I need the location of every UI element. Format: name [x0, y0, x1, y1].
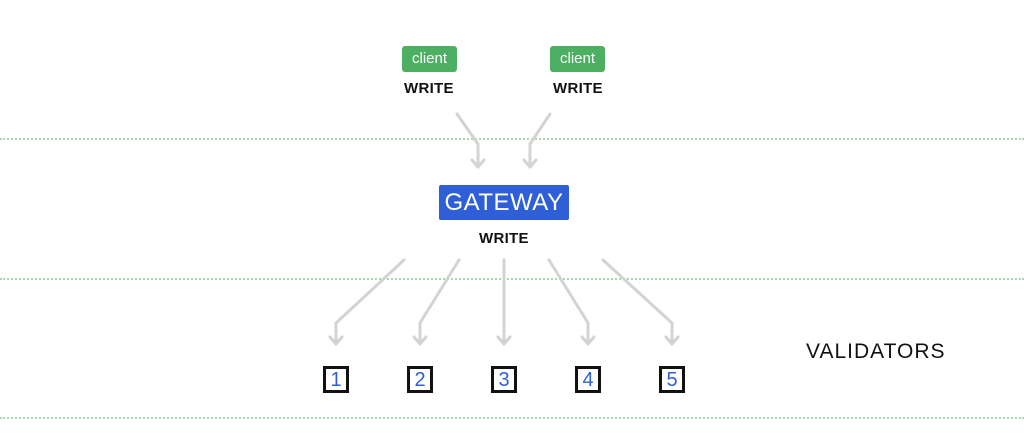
client-2-write-label: WRITE — [553, 80, 603, 97]
arrowhead-client2 — [522, 158, 538, 169]
arrowhead-validator-5 — [664, 335, 680, 346]
divider-line-middle — [0, 278, 1024, 280]
validator-node-3: 3 — [491, 366, 517, 393]
gateway-box: GATEWAY — [439, 185, 569, 220]
validator-node-2: 2 — [407, 366, 433, 393]
client-badge-2: client — [550, 46, 605, 72]
divider-line-bottom — [0, 417, 1024, 419]
arrow-client1-to-gateway — [455, 112, 480, 169]
arrow-client2-to-gateway — [528, 112, 552, 169]
validator-node-1: 1 — [323, 366, 349, 393]
arrowhead-client1 — [470, 158, 486, 169]
client-1-write-label: WRITE — [404, 80, 454, 97]
arrowhead-validator-4 — [580, 335, 596, 346]
arrowhead-validator-1 — [328, 335, 344, 346]
arrowhead-validator-2 — [412, 335, 428, 346]
validators-title: VALIDATORS — [806, 340, 946, 363]
arrow-gateway-to-validator-2 — [418, 258, 461, 346]
gateway-write-label: WRITE — [479, 230, 529, 247]
arrowhead-validator-3 — [496, 335, 512, 346]
arrow-gateway-to-validator-1 — [334, 258, 406, 346]
divider-line-top — [0, 138, 1024, 140]
validator-node-5: 5 — [659, 366, 685, 393]
arrow-gateway-to-validator-4 — [547, 258, 590, 346]
validator-node-4: 4 — [575, 366, 601, 393]
client-badge-1: client — [402, 46, 457, 72]
arrow-gateway-to-validator-5 — [601, 258, 674, 346]
